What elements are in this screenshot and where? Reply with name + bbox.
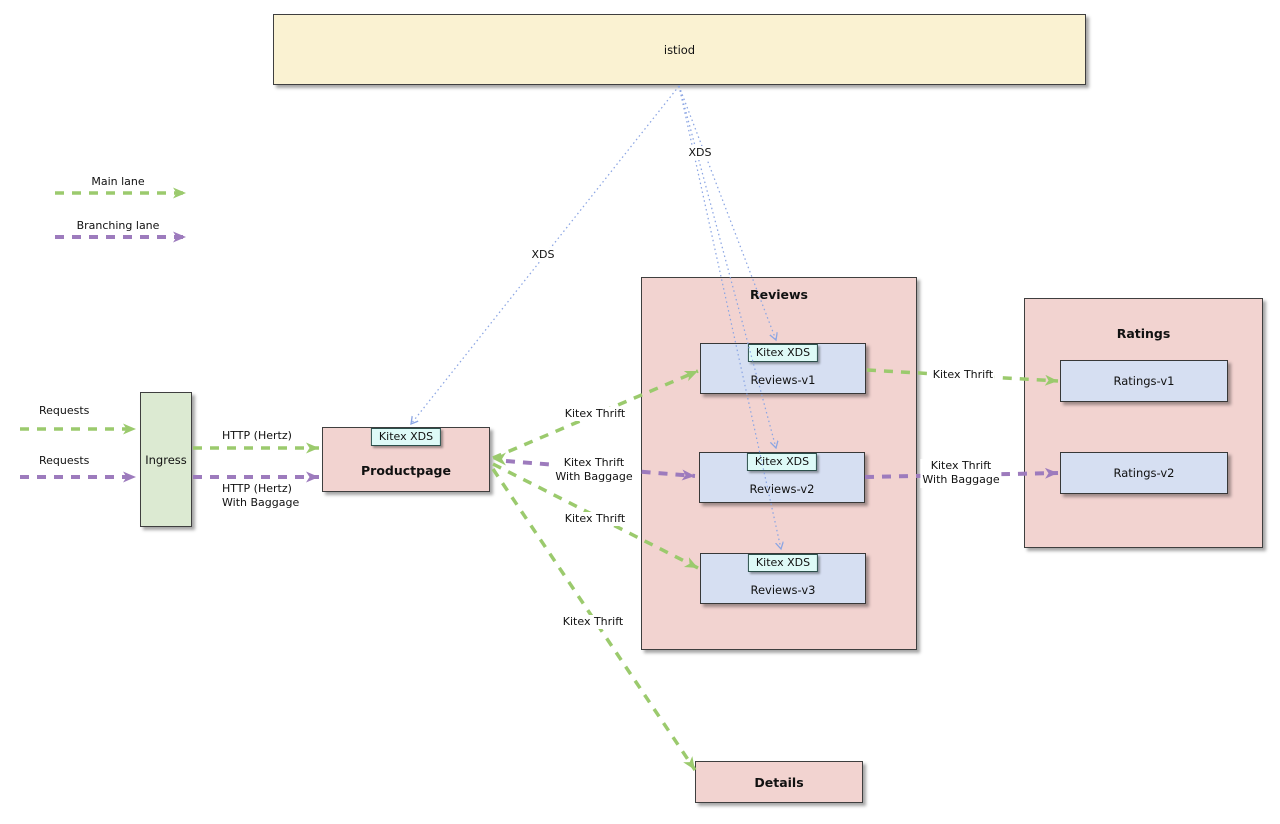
kitex-thrift-baggage-reviews-v2-label: Kitex Thrift With Baggage (553, 456, 635, 485)
reviews-v2-node: Kitex XDS Reviews-v2 (699, 452, 865, 503)
reviews-v1-node: Kitex XDS Reviews-v1 (700, 343, 866, 394)
details-node: Details (695, 761, 863, 803)
reviews-v3-label: Reviews-v3 (750, 582, 816, 597)
istiod-label: istiod (663, 42, 696, 57)
kitex-thrift-details-label: Kitex Thrift (560, 615, 626, 630)
ratings-v2-label: Ratings-v2 (1113, 466, 1175, 480)
ingress-label: Ingress (145, 452, 187, 467)
xds-to-productpage-label: XDS (529, 248, 557, 263)
requests-branching-label: Requests (37, 454, 92, 469)
http-hertz-baggage-label: HTTP (Hertz) With Baggage (220, 482, 302, 511)
ratings-group-title: Ratings (1116, 326, 1171, 341)
ratings-group: Ratings (1024, 298, 1263, 548)
kitex-xds-badge-reviews-v1: Kitex XDS (747, 344, 819, 362)
requests-main-label: Requests (37, 404, 92, 419)
http-hertz-label: HTTP (Hertz) (220, 429, 294, 444)
legend-main-lane-label: Main lane (89, 175, 147, 190)
istiod-node: istiod (273, 14, 1086, 85)
ingress-node: Ingress (140, 392, 192, 527)
reviews-group-title: Reviews (749, 287, 808, 302)
legend-branching-lane-label: Branching lane (74, 219, 162, 234)
details-label: Details (754, 774, 804, 790)
kitex-xds-badge-reviews-v2: Kitex XDS (746, 453, 818, 471)
reviews-v1-label: Reviews-v1 (750, 372, 816, 387)
kitex-xds-badge-reviews-v3: Kitex XDS (747, 554, 819, 572)
return-arrowhead-at-productpage (493, 452, 506, 466)
ratings-v1-label: Ratings-v1 (1113, 374, 1175, 388)
ratings-v1-node: Ratings-v1 (1060, 360, 1228, 402)
reviews-v3-node: Kitex XDS Reviews-v3 (700, 553, 866, 604)
reviews-v2-label: Reviews-v2 (749, 481, 815, 496)
kitex-thrift-baggage-ratings-v2-label: Kitex Thrift With Baggage (920, 459, 1002, 488)
xds-to-reviews-label: XDS (686, 146, 714, 161)
productpage-label: Productpage (361, 463, 451, 478)
kitex-thrift-ratings-v1-label: Kitex Thrift (930, 368, 996, 383)
kitex-thrift-reviews-v1-label: Kitex Thrift (562, 407, 628, 422)
kitex-thrift-reviews-v3-label: Kitex Thrift (562, 512, 628, 527)
productpage-node: Kitex XDS Productpage (322, 427, 490, 492)
kitex-xds-badge-productpage: Kitex XDS (370, 428, 442, 446)
ratings-v2-node: Ratings-v2 (1060, 452, 1228, 494)
